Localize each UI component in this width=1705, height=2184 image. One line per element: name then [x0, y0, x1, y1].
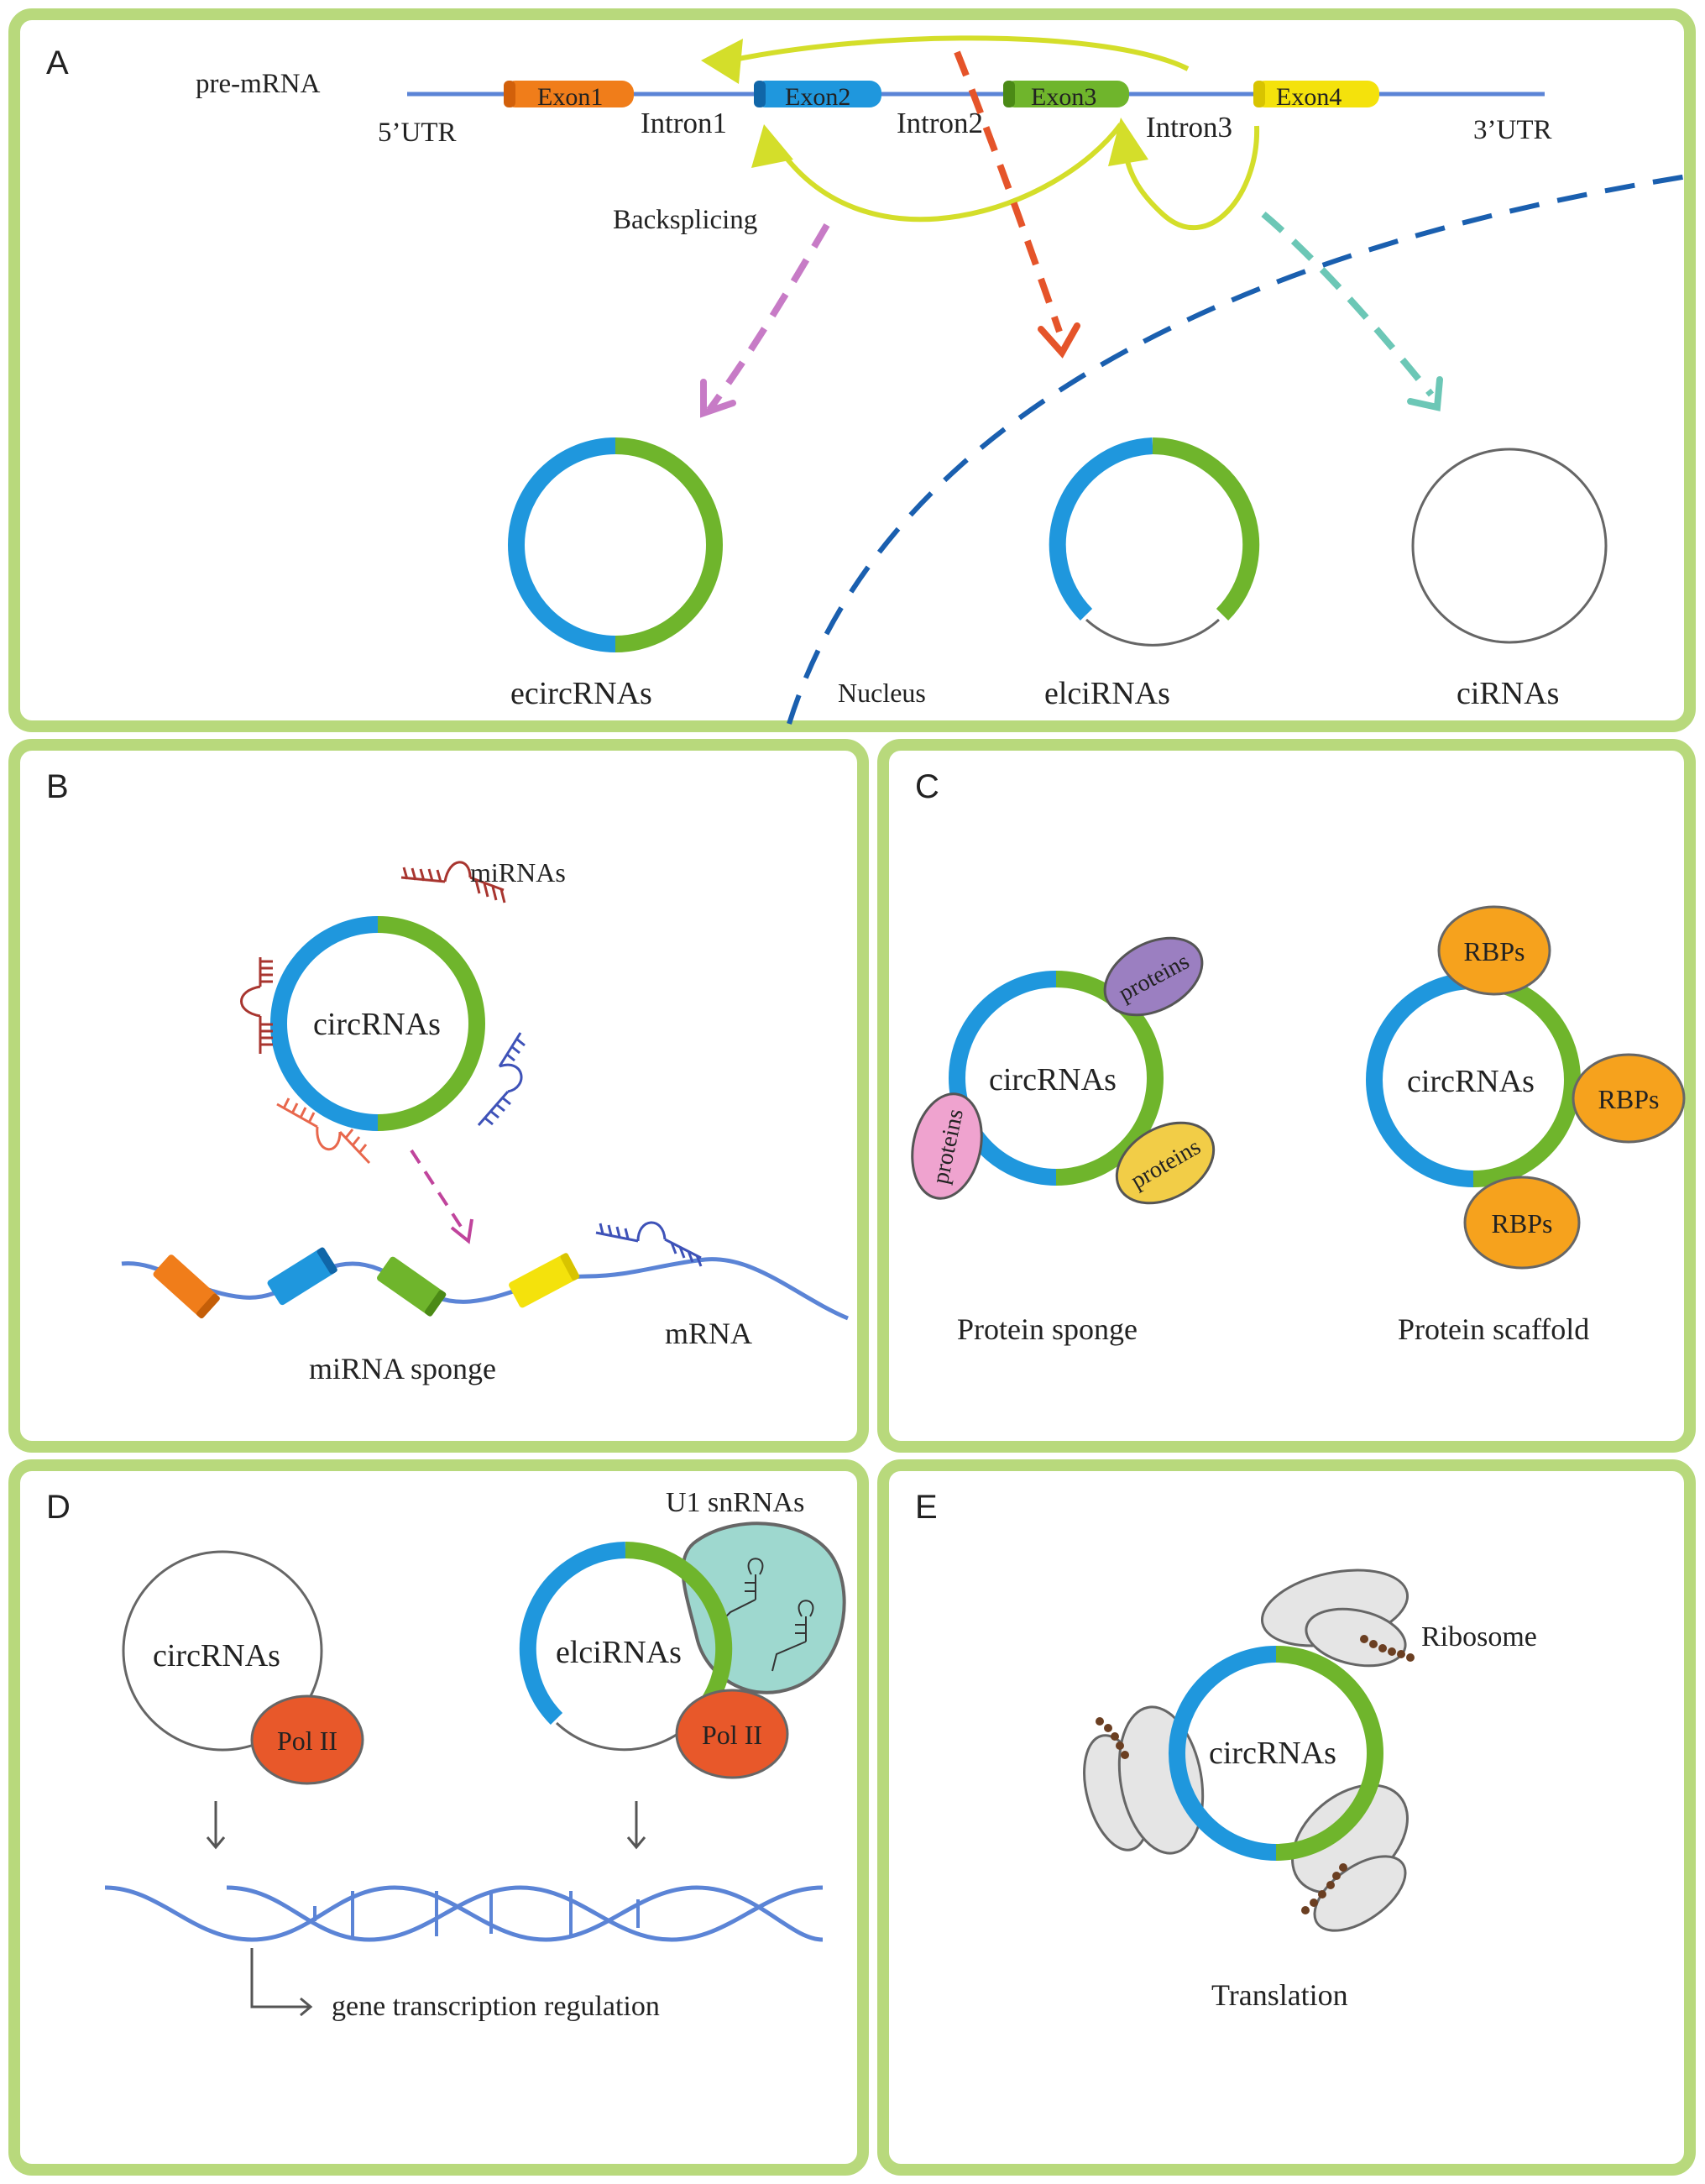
mirnas-label: miRNAs [470, 857, 566, 888]
mirna-bound-mrna [595, 1221, 703, 1267]
protein-sponge-circrnas-label: circRNAs [989, 1062, 1117, 1097]
cirnas-label: ciRNAs [1457, 676, 1559, 711]
pol-ii-right: Pol II [675, 1689, 789, 1779]
exon2-label: Exon2 [785, 83, 850, 111]
ecircrnas-label: ecircRNAs [510, 676, 652, 711]
ribosome-bottom [1291, 1783, 1409, 1932]
backsplicing-arrowheads [701, 39, 1148, 168]
exon3-block: Exon3 [1003, 81, 1129, 111]
panel-d-letter: D [46, 1489, 71, 1526]
rbp-right-label: RBPs [1598, 1084, 1660, 1114]
transcription-start-arrow [250, 1948, 313, 2017]
exon3-label: Exon3 [1031, 83, 1096, 111]
panel-e [877, 1459, 1696, 2176]
panel-c-content: C circRNAs proteins proteins proteins ci… [911, 768, 1686, 1346]
dna-double-helix [104, 1885, 824, 1942]
protein-sponge-ring [949, 971, 1164, 1186]
mrna-strand [121, 1257, 849, 1321]
rbp-top: RBPs [1437, 905, 1551, 996]
backsplicing-label: Backsplicing [613, 205, 757, 235]
pol-ii-left-label: Pol II [277, 1726, 337, 1756]
panel-c-letter: C [915, 768, 939, 805]
exon1-block: Exon1 [504, 81, 634, 111]
mirna-red-top [400, 861, 506, 903]
intron2-label: Intron2 [897, 107, 983, 139]
intron3-label: Intron3 [1146, 111, 1232, 144]
down-arrow-right [626, 1801, 646, 1850]
protein-pink: proteins [911, 1092, 983, 1200]
exon2-block: Exon2 [754, 81, 881, 111]
panel-c [877, 739, 1696, 1453]
utr5-label: 5’UTR [378, 118, 457, 148]
pre-mrna-label: pre-mRNA [196, 69, 321, 99]
panel-b-letter: B [46, 768, 69, 805]
peptide-chain-left [1096, 1717, 1129, 1759]
ribosome-label: Ribosome [1421, 1621, 1537, 1652]
mrna-exon-green [377, 1256, 447, 1317]
protein-scaffold-label: Protein scaffold [1398, 1312, 1589, 1346]
ribosome-top [1260, 1569, 1410, 1668]
protein-yellow: proteins [1115, 1121, 1216, 1205]
translation-label: Translation [1211, 1978, 1348, 2012]
circrnas-label-d: circRNAs [153, 1638, 280, 1673]
exon1-label: Exon1 [537, 83, 603, 111]
ecircrna-circle [508, 437, 723, 652]
translation-circrnas-label: circRNAs [1209, 1736, 1336, 1771]
mrna-exon-yellow [509, 1253, 580, 1308]
pol-ii-left: Pol II [250, 1694, 364, 1785]
rbp-bottom-label: RBPs [1492, 1208, 1553, 1239]
nucleus-label: Nucleus [838, 678, 926, 708]
mrna-label: mRNA [665, 1317, 752, 1350]
rbp-bottom: RBPs [1463, 1176, 1581, 1270]
nucleus-boundary [787, 174, 1688, 725]
rbp-right: RBPs [1572, 1053, 1686, 1144]
mrna-exon-orange [153, 1254, 220, 1319]
circrna-ring [270, 916, 485, 1131]
mirna-orange-bottom [276, 1097, 371, 1165]
panel-d-content: D U1 snRNAs circRNAs Pol II elciRNAs Pol… [46, 1487, 846, 2022]
pol-ii-right-label: Pol II [702, 1720, 762, 1750]
ribosome-left [1083, 1705, 1205, 1855]
exon4-block: Exon4 [1253, 81, 1379, 111]
elcirna-pathway-arrow [954, 50, 1080, 359]
panel-e-letter: E [915, 1489, 938, 1526]
panel-a-letter: A [46, 45, 69, 81]
panel-a-content: A pre-mRNA Exon1 Exon2 Exon3 Exon4 5’UTR… [46, 35, 1688, 725]
circrnas-label: circRNAs [313, 1007, 441, 1042]
ecircrna-pathway-arrow [700, 223, 830, 418]
sponge-arrow [410, 1149, 468, 1236]
exon4-label: Exon4 [1276, 83, 1342, 111]
cirna-circle [1411, 448, 1608, 644]
cirna-pathway-arrow [1261, 211, 1443, 411]
mirna-sponge-label: miRNA sponge [309, 1352, 496, 1385]
intron1-label: Intron1 [641, 107, 727, 139]
u1-snrnas-label: U1 snRNAs [666, 1487, 804, 1518]
sponge-arrowhead [450, 1218, 473, 1244]
mirna-blue-right [477, 1032, 526, 1126]
circrna-outline [122, 1550, 323, 1752]
gene-transcription-label: gene transcription regulation [332, 1991, 660, 2022]
protein-purple: proteins [1103, 936, 1204, 1017]
protein-sponge-label: Protein sponge [957, 1312, 1138, 1346]
rbp-top-label: RBPs [1464, 936, 1525, 966]
protein-scaffold-ring [1366, 972, 1581, 1187]
peptide-chain-bottom [1301, 1863, 1347, 1914]
elcirnas-label: elciRNAs [1044, 676, 1170, 711]
mrna-exon-blue [267, 1247, 337, 1306]
elcirna-circle [1049, 437, 1260, 647]
elcirnas-label-d: elciRNAs [556, 1635, 682, 1670]
panel-b-content: B circRNAs miRNAs [46, 768, 849, 1385]
translation-circrna-ring [1169, 1646, 1383, 1861]
protein-scaffold-circrnas-label: circRNAs [1407, 1064, 1535, 1099]
down-arrow-left [206, 1801, 226, 1850]
peptide-chain-top [1360, 1635, 1415, 1662]
backsplicing-arrows [730, 35, 1260, 230]
utr3-label: 3’UTR [1473, 115, 1552, 145]
panel-e-content: E Ribosome circRNAs [915, 1489, 1537, 2012]
mirna-red-left [240, 957, 273, 1054]
